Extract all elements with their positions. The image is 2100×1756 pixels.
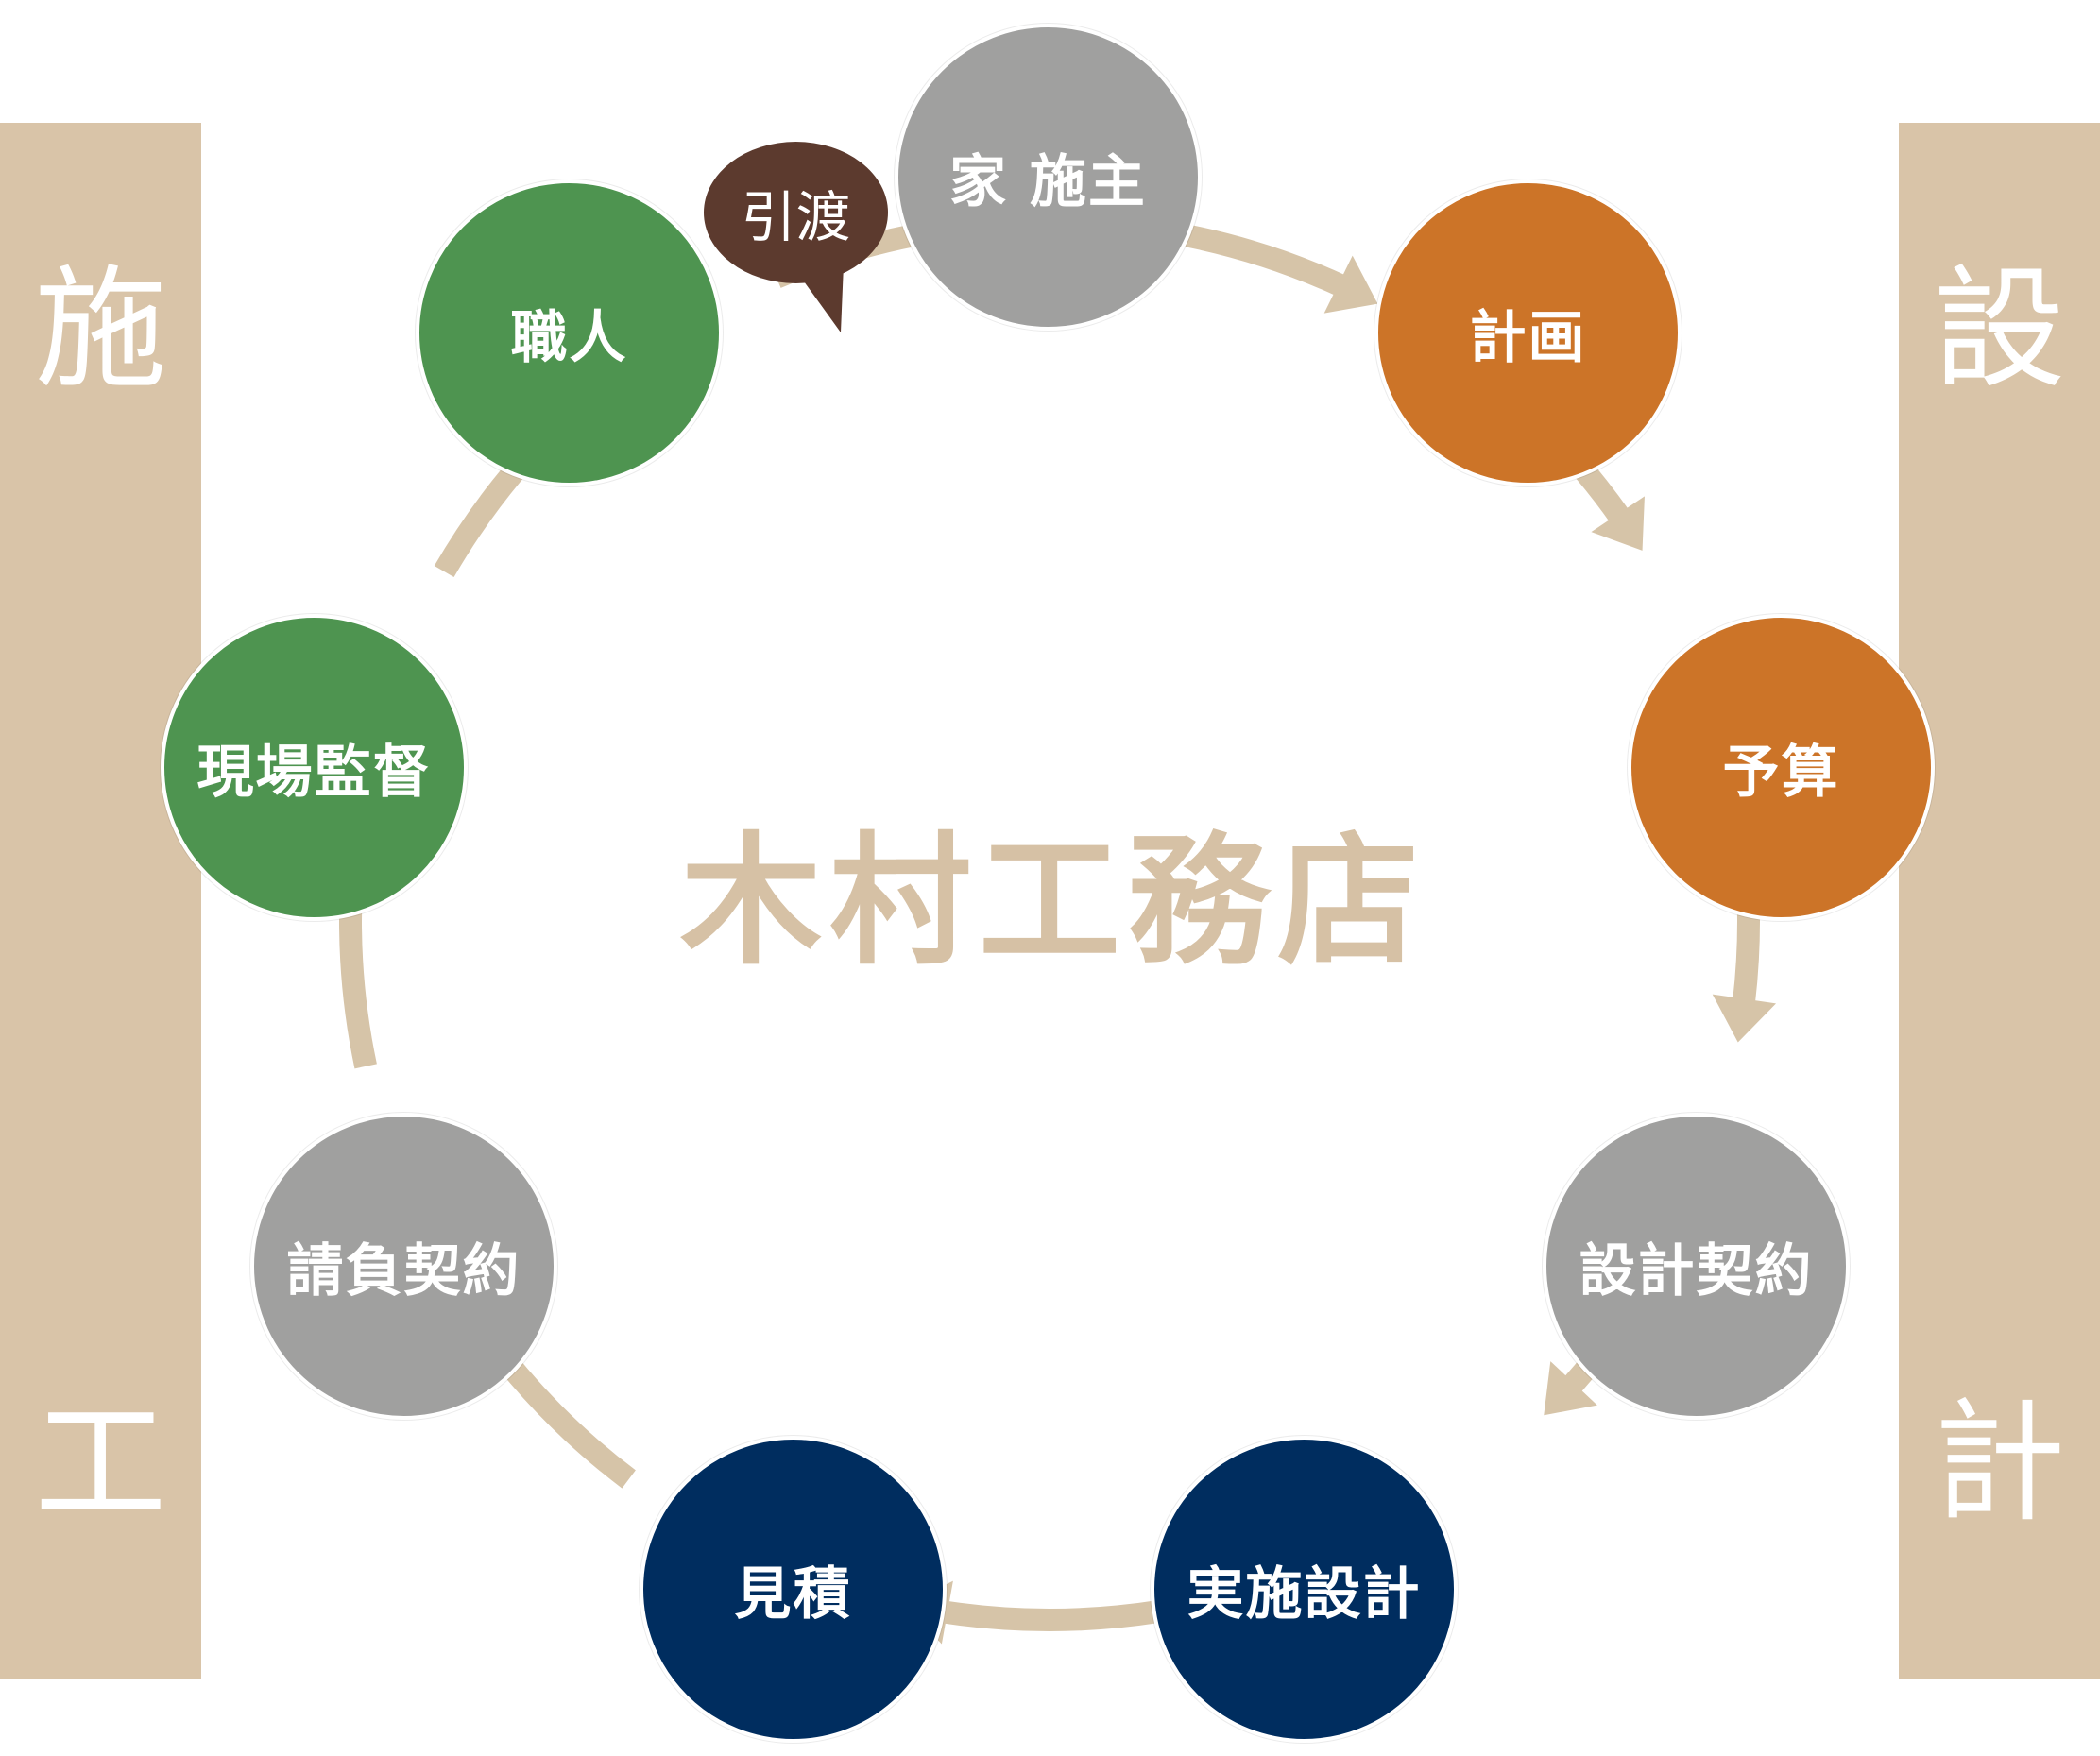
- cycle-arrow-head: [1591, 496, 1645, 551]
- side-bar-char-top: 設: [1933, 253, 2066, 407]
- design-side-bar: 設 計: [1899, 123, 2100, 1679]
- side-bar-char-bottom: 工: [34, 1387, 167, 1541]
- node-site-supervisor: 現場監督: [161, 614, 468, 921]
- node-label: 設計契約: [1579, 1238, 1814, 1304]
- node-planning: 計画: [1374, 179, 1682, 486]
- cycle-arrow-head: [1544, 1361, 1597, 1416]
- node-craftsmen: 職人: [416, 179, 723, 486]
- node-owner: 家 施主: [895, 24, 1202, 331]
- side-bar-char-top: 施: [34, 253, 167, 407]
- node-design-contract: 設計契約: [1543, 1113, 1850, 1420]
- handover-speech-bubble: 引渡: [704, 142, 888, 283]
- node-label: 職人: [510, 305, 628, 371]
- node-label: 計画: [1469, 305, 1587, 371]
- side-bar-char-bottom: 計: [1933, 1387, 2066, 1541]
- node-label: 実施設計: [1187, 1561, 1422, 1628]
- node-label: 現場監督: [196, 740, 432, 806]
- node-construction-contract: 請負契約: [250, 1113, 557, 1420]
- node-label: 家 施主: [949, 149, 1147, 215]
- cycle-arrow-head: [1712, 994, 1777, 1043]
- node-label: 請負契約: [286, 1238, 521, 1304]
- brand-logo-text: 木村工務店: [679, 820, 1426, 984]
- node-estimate: 見積: [640, 1436, 947, 1743]
- node-label: 見積: [734, 1561, 852, 1628]
- node-detailed-design: 実施設計: [1151, 1436, 1458, 1743]
- construction-side-bar: 施 工: [0, 123, 201, 1679]
- node-label: 予算: [1722, 740, 1840, 806]
- cycle-arrow-head: [1323, 255, 1378, 314]
- node-budget: 予算: [1628, 614, 1935, 921]
